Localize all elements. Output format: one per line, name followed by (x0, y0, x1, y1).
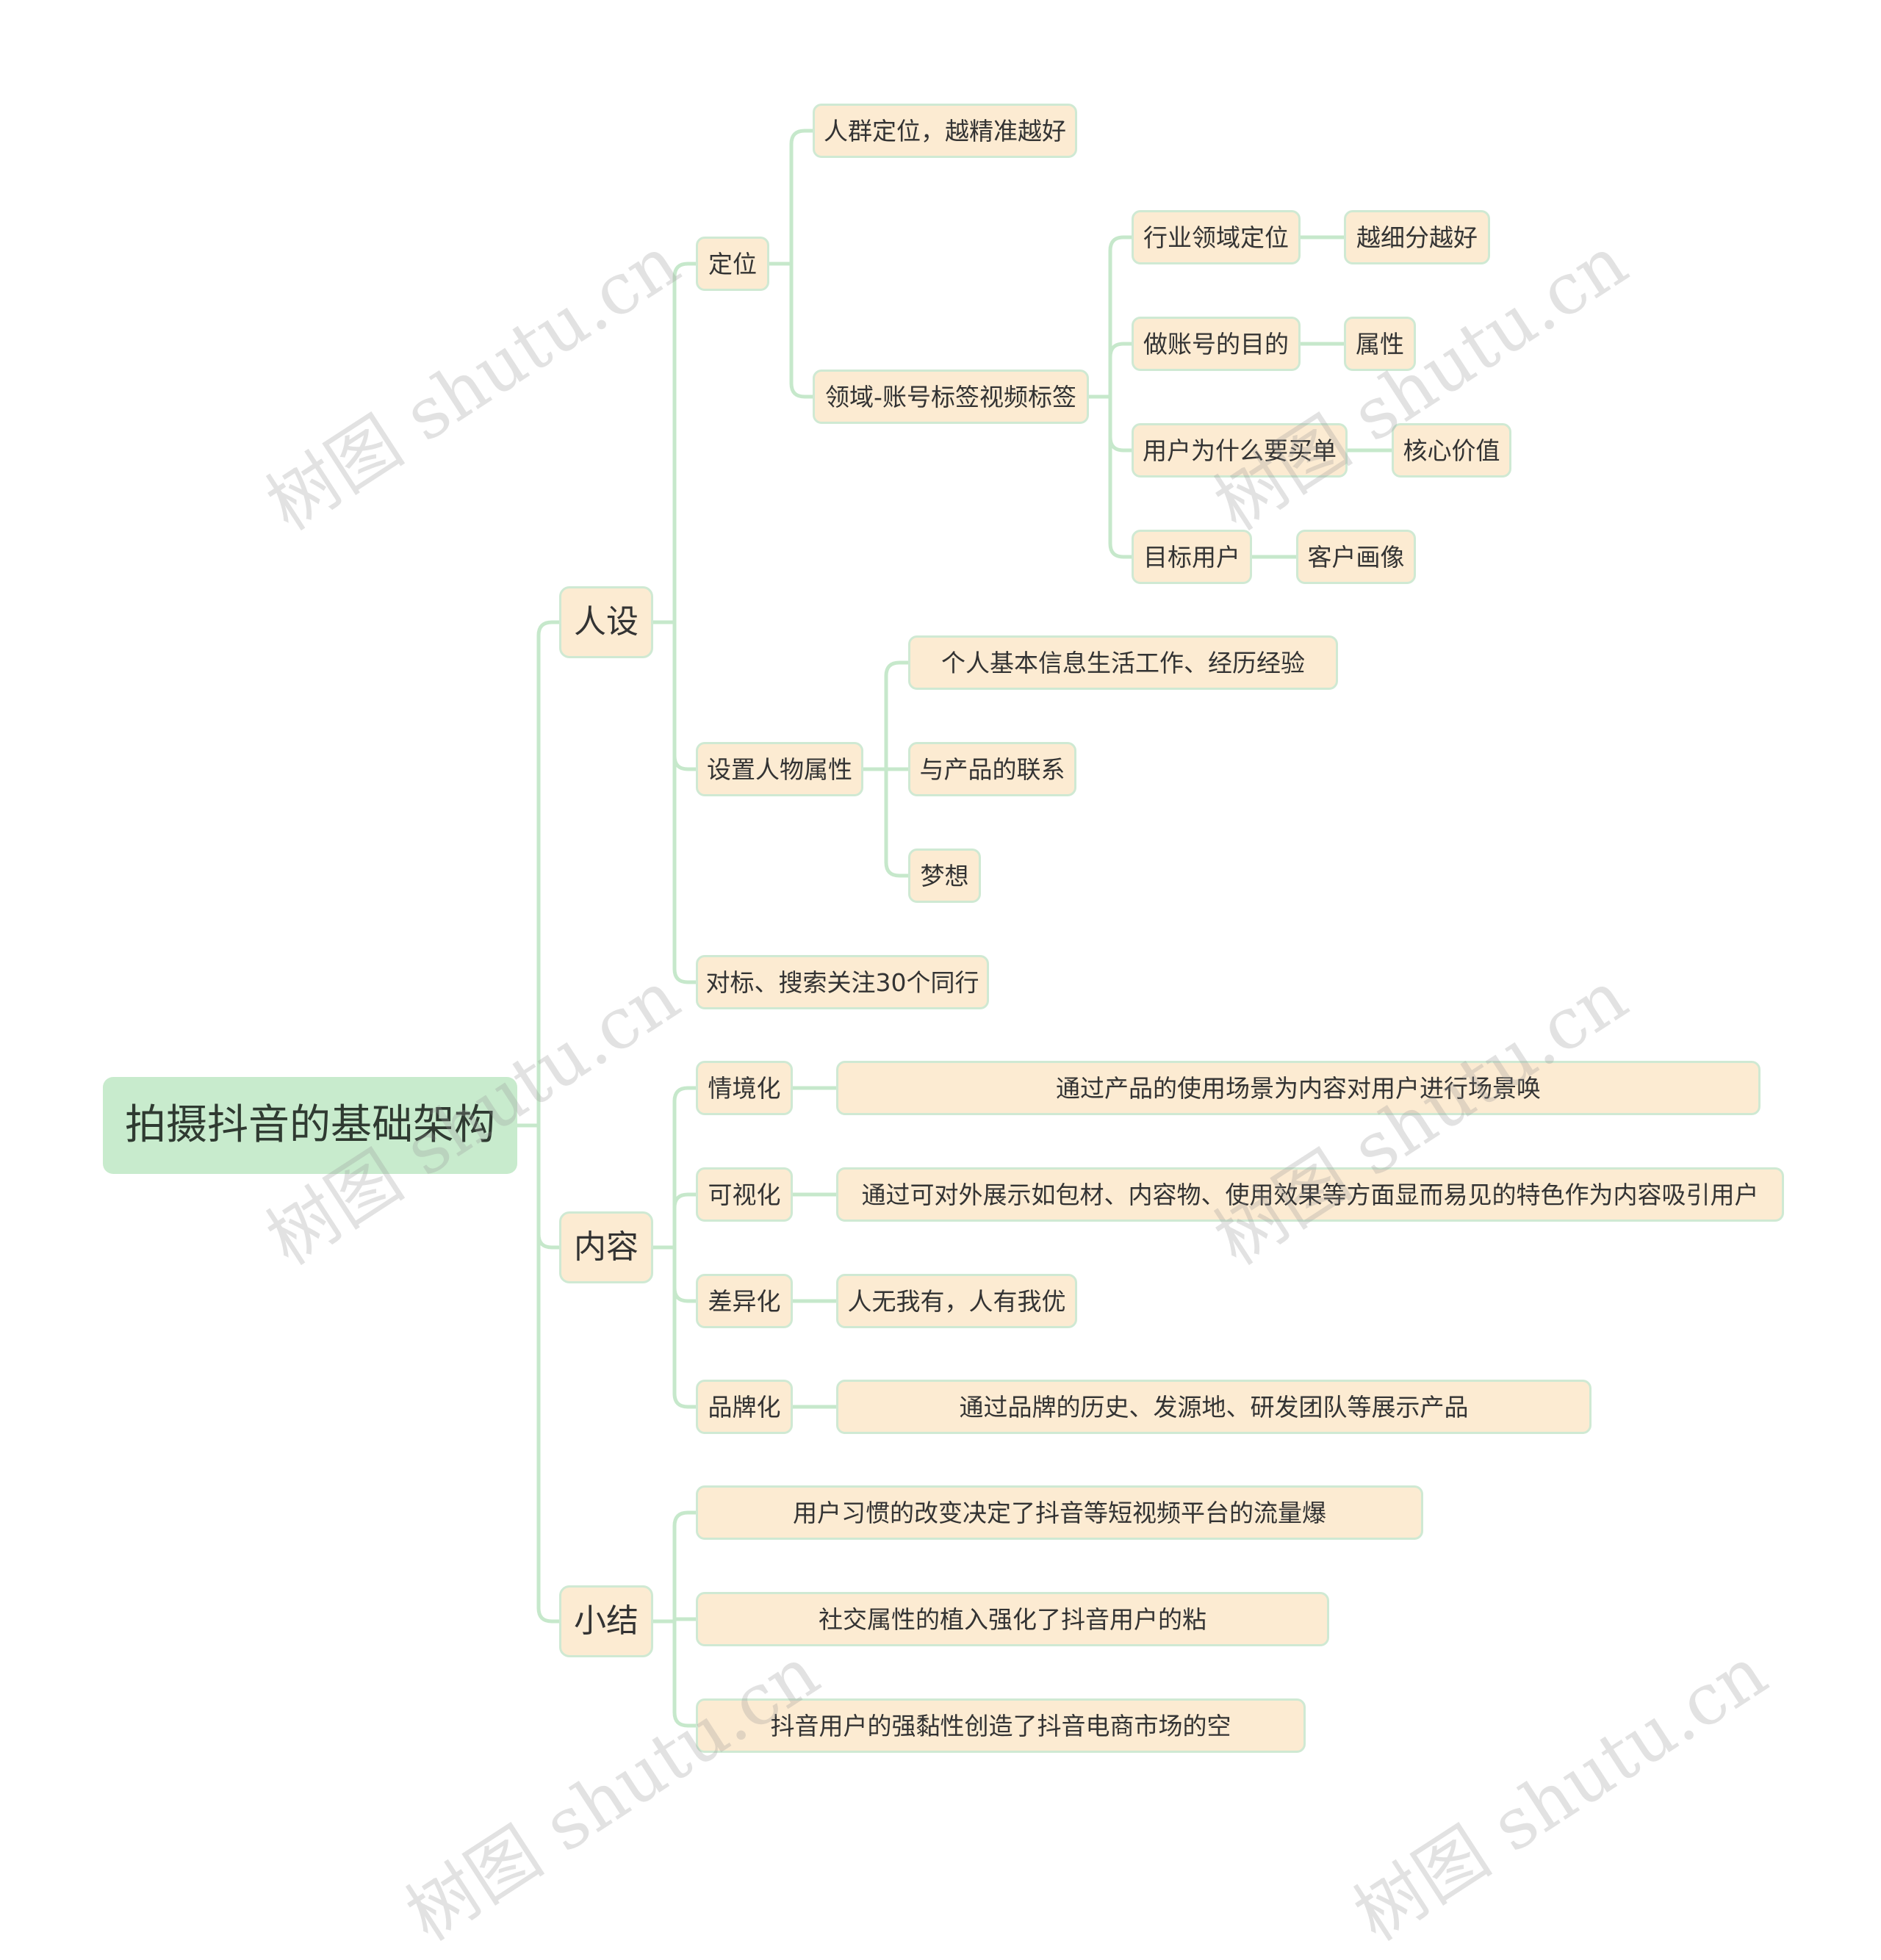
node-pinpai-leaf[interactable]: 通过品牌的历史、发源地、研发团队等展示产品 (836, 1380, 1592, 1434)
node-xiaojie-1[interactable]: 用户习惯的改变决定了抖音等短视频平台的流量爆 (696, 1485, 1423, 1540)
node-mubiao[interactable]: 目标用户 (1132, 530, 1252, 584)
node-mengxiang[interactable]: 梦想 (908, 849, 981, 903)
mindmap-connectors (517, 129, 1392, 1728)
node-xiaojie-2[interactable]: 社交属性的植入强化了抖音用户的粘 (696, 1592, 1329, 1646)
node-xiaojie[interactable]: 小结 (559, 1585, 653, 1657)
connector-line (769, 262, 813, 399)
node-qingjing[interactable]: 情境化 (696, 1061, 793, 1115)
node-maidan[interactable]: 用户为什么要买单 (1132, 423, 1348, 478)
connector-line (1089, 235, 1132, 399)
node-shezhi[interactable]: 设置人物属性 (696, 742, 863, 796)
connector-line (863, 660, 908, 771)
node-dingwei[interactable]: 定位 (696, 237, 769, 291)
node-hangye[interactable]: 行业领域定位 (1132, 210, 1301, 264)
connector-line (1089, 394, 1132, 559)
node-neirong[interactable]: 内容 (559, 1211, 653, 1283)
node-pinpai[interactable]: 品牌化 (696, 1380, 793, 1434)
connector-line (653, 1192, 696, 1250)
node-chayi[interactable]: 差异化 (696, 1274, 793, 1328)
node-duibiao[interactable]: 对标、搜索关注30个同行 (696, 955, 989, 1009)
node-xiaojie-3[interactable]: 抖音用户的强黏性创造了抖音电商市场的空 (696, 1698, 1306, 1753)
node-qingjing-leaf[interactable]: 通过产品的使用场景为内容对用户进行场景唤 (836, 1061, 1760, 1115)
node-mudi-leaf[interactable]: 属性 (1344, 317, 1416, 371)
connector-line (653, 1086, 696, 1250)
root-node[interactable]: 拍摄抖音的基础架构 (103, 1077, 517, 1174)
node-mudi[interactable]: 做账号的目的 (1132, 317, 1301, 371)
connector-line (863, 767, 908, 878)
connector-line (653, 1619, 696, 1728)
connector-line (653, 1510, 696, 1624)
node-maidan-leaf[interactable]: 核心价值 (1392, 423, 1511, 478)
node-lianxi[interactable]: 与产品的联系 (908, 742, 1076, 796)
node-lingyu[interactable]: 领域-账号标签视频标签 (813, 370, 1089, 424)
connector-line (1089, 342, 1132, 399)
node-keshi[interactable]: 可视化 (696, 1167, 793, 1222)
node-renqun[interactable]: 人群定位，越精准越好 (813, 104, 1077, 158)
node-renshe[interactable]: 人设 (559, 586, 653, 658)
connector-line (653, 620, 696, 984)
node-xinxi[interactable]: 个人基本信息生活工作、经历经验 (908, 635, 1338, 690)
connector-line (769, 129, 813, 266)
node-chayi-leaf[interactable]: 人无我有，人有我优 (836, 1274, 1077, 1328)
node-mubiao-leaf[interactable]: 客户画像 (1296, 530, 1416, 584)
connector-line (517, 620, 559, 1128)
connector-line (653, 1245, 696, 1409)
connector-line (517, 1123, 559, 1624)
node-hangye-leaf[interactable]: 越细分越好 (1344, 210, 1490, 264)
connector-line (653, 262, 696, 624)
node-keshi-leaf[interactable]: 通过可对外展示如包材、内容物、使用效果等方面显而易见的特色作为内容吸引用户 (836, 1167, 1784, 1222)
